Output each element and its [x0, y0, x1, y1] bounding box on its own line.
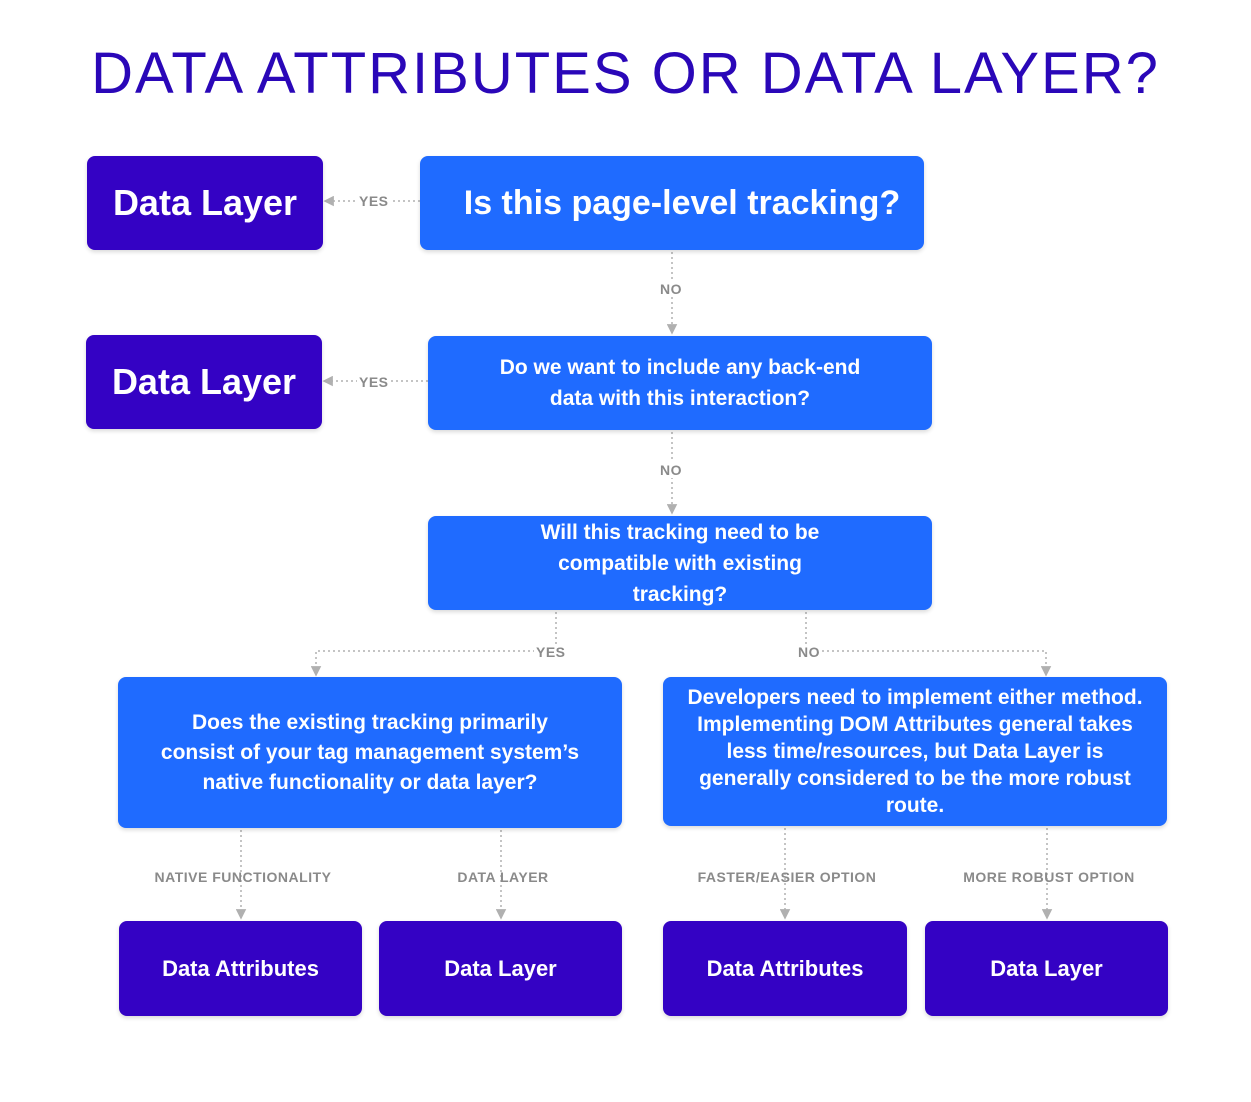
question-compatible: Will this tracking need to be compatible…: [428, 516, 932, 610]
result-data-layer-2: Data Layer: [86, 335, 322, 429]
question-existing-tracking: Does the existing tracking primarily con…: [118, 677, 622, 828]
result-data-layer-1: Data Layer: [87, 156, 323, 250]
edge-label-q4-native: NATIVE FUNCTIONALITY: [154, 869, 332, 885]
edge-label-q4-datalayer: DATA LAYER: [457, 869, 549, 885]
edge-label-q1-no: NO: [658, 281, 684, 297]
edge-q3-yes: [310, 612, 557, 677]
question-back-end-data: Do we want to include any back-end data …: [428, 336, 932, 430]
question-page-level-text: Is this page-level tracking?: [463, 183, 901, 222]
edge-label-q2-no: NO: [658, 462, 684, 478]
result-data-layer-1-text: Data Layer: [112, 182, 298, 223]
result-data-layer-4: Data Layer: [925, 921, 1168, 1016]
question-compatible-text: Will this tracking need to be compatible…: [540, 520, 820, 606]
result-data-attributes-1-text: Data Attributes: [162, 955, 319, 981]
developers-note: Developers need to implement either meth…: [663, 677, 1167, 826]
question-back-end-data-text: Do we want to include any back-end data …: [499, 356, 861, 410]
result-data-attributes-1: Data Attributes: [119, 921, 362, 1016]
edge-label-q2-yes: YES: [357, 374, 391, 390]
question-page-level: Is this page-level tracking?: [420, 156, 924, 250]
question-existing-tracking-text: Does the existing tracking primarily con…: [160, 710, 580, 794]
result-data-attributes-2-text: Data Attributes: [706, 955, 864, 981]
edge-q3-no: [805, 612, 1052, 677]
result-data-layer-3-text: Data Layer: [444, 955, 557, 981]
edge-label-q3-yes: YES: [534, 644, 568, 660]
edge-label-q5-robust: MORE ROBUST OPTION: [963, 869, 1135, 885]
edge-label-q3-no: NO: [796, 644, 822, 660]
result-data-layer-2-text: Data Layer: [111, 361, 297, 402]
result-data-layer-4-text: Data Layer: [990, 955, 1103, 981]
result-data-layer-3: Data Layer: [379, 921, 622, 1016]
diagram-title: DATA ATTRIBUTES OR DATA LAYER?: [91, 41, 1160, 106]
result-data-attributes-2: Data Attributes: [663, 921, 907, 1016]
edge-label-q5-faster: FASTER/EASIER OPTION: [697, 869, 877, 885]
edge-label-q1-yes: YES: [357, 193, 391, 209]
developers-note-text: Developers need to implement either meth…: [687, 686, 1143, 817]
